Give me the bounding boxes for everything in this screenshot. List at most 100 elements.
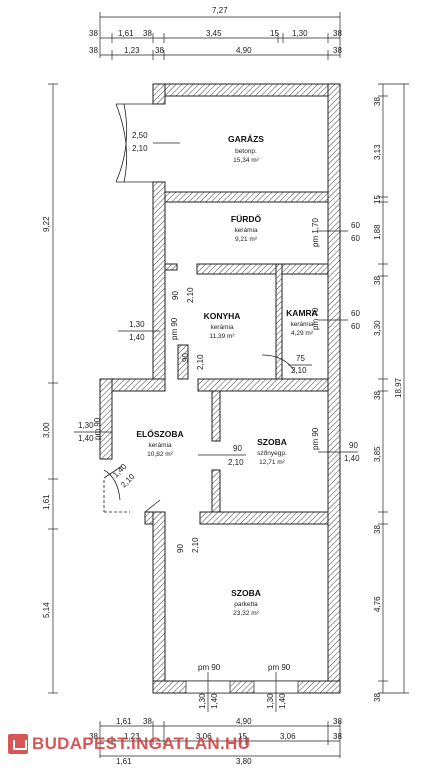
- room2-door-h: 2,10: [191, 537, 200, 553]
- room1-door-w: 90: [233, 444, 242, 453]
- garage-door-w: 2,50: [132, 131, 148, 140]
- room-area: 23,32 m²: [233, 610, 259, 617]
- room2-door-w: 90: [176, 544, 185, 553]
- bottom-dimensions: [99, 721, 341, 758]
- pantry-door-w: 75: [296, 354, 305, 363]
- bottom-windows: [185, 672, 299, 712]
- room-name: FÜRDŐ: [231, 213, 262, 224]
- room-name: GARÁZS: [228, 134, 264, 144]
- room-bathroom: FÜRDŐ kerámia 9,21 m²: [231, 213, 262, 243]
- room-name: KONYHA: [204, 311, 241, 321]
- dim-top3-1: 1,23: [124, 46, 140, 55]
- bottom-window-1-h: 1,40: [210, 693, 219, 709]
- dim-left-3: 5,14: [42, 602, 51, 618]
- pantry-window-w: 60: [351, 309, 360, 318]
- kitchen-door-h: 2,10: [186, 287, 195, 303]
- dim-bot3-0: 1,61: [116, 757, 132, 766]
- bottom-window-pm-1: pm 90: [198, 663, 221, 672]
- dim-right-0: 38: [373, 97, 382, 106]
- hall-entry-door: [103, 465, 161, 513]
- room-floor: szőnyegp.: [257, 450, 287, 457]
- dim-top2-5: 1,30: [292, 29, 308, 38]
- dim-right-1: 3,13: [373, 144, 382, 160]
- room-area: 4,29 m²: [291, 330, 314, 337]
- room-floor: kerámia: [148, 442, 172, 449]
- dim-top3-2: 38: [155, 46, 164, 55]
- room-area: 11,39 m²: [209, 333, 235, 340]
- dim-bot2-0: 38: [89, 732, 98, 741]
- garage-door-h: 2,10: [132, 144, 148, 153]
- kitchen-door2-w: 90: [181, 353, 190, 362]
- dim-left-1: 3,00: [42, 422, 51, 438]
- dim-right-6: 38: [373, 391, 382, 400]
- kitchen-window-h: 1,40: [129, 333, 145, 342]
- dim-bot2-5: 38: [333, 732, 342, 741]
- garage-door: [115, 103, 180, 183]
- dim-bot1-1: 38: [143, 717, 152, 726]
- room-floor: kerámia: [234, 227, 258, 234]
- bath-door-pm: pm 1,70: [311, 218, 320, 247]
- dim-right-2: 15: [373, 195, 382, 204]
- room-area: 10,82 m²: [147, 451, 173, 458]
- dim-left-2: 1,61: [42, 494, 51, 510]
- room-name: SZOBA: [257, 437, 287, 447]
- dim-right-3: 1,88: [373, 224, 382, 240]
- dim-bot1-0: 1,61: [116, 717, 132, 726]
- hall-pm: pm 90: [93, 417, 102, 440]
- bottom-window-2-h: 1,40: [278, 693, 287, 709]
- dim-right-9: 4,76: [373, 596, 382, 612]
- kitchen-window-w: 1,30: [129, 320, 145, 329]
- kitchen-door2-h: 2,10: [196, 354, 205, 370]
- room-kitchen: KONYHA kerámia 11,39 m²: [204, 311, 241, 340]
- dim-bot2-4: 3,06: [280, 732, 296, 741]
- dim-top2-3: 3,45: [206, 29, 222, 38]
- dim-bot3-1: 3,80: [236, 757, 252, 766]
- dim-bot1-3: 38: [333, 717, 342, 726]
- room-floor: betonp.: [235, 148, 257, 155]
- dim-right-total: 18,97: [394, 377, 403, 398]
- hall-window-h: 1,40: [78, 434, 94, 443]
- room-hallway: ELŐSZOBA kerámia 10,82 m²: [136, 428, 183, 458]
- room-floor: kerámia: [290, 321, 314, 328]
- pantry-window-h: 60: [351, 322, 360, 331]
- room-bedroom-1: SZOBA szőnyegp. 12,71 m²: [257, 437, 287, 466]
- right-dimensions: [378, 83, 409, 694]
- left-dimensions: [48, 83, 58, 694]
- dim-top2-1: 1,61: [118, 29, 134, 38]
- dim-top3-0: 38: [89, 46, 98, 55]
- room-area: 15,34 m²: [233, 157, 259, 164]
- dim-top2-2: 38: [143, 29, 152, 38]
- bath-window-w: 60: [351, 221, 360, 230]
- bath-window-h: 60: [351, 234, 360, 243]
- room-name: KAMRA: [286, 308, 318, 318]
- room-bedroom-2: SZOBA parketta 23,32 m²: [231, 588, 261, 617]
- room1-pm: pm 90: [311, 427, 320, 450]
- dim-top3-4: 38: [333, 46, 342, 55]
- room-name: SZOBA: [231, 588, 261, 598]
- room1-window-h: 1,40: [344, 454, 360, 463]
- kitchen-pm: pm 90: [170, 317, 179, 340]
- kitchen-door-w: 90: [171, 291, 180, 300]
- dim-right-10: 38: [373, 693, 382, 702]
- walls: [99, 83, 341, 694]
- bottom-window-2-w: 1,30: [266, 693, 275, 709]
- dim-right-7: 3,85: [373, 446, 382, 462]
- room1-window-w: 90: [349, 441, 358, 450]
- dim-top3-3: 4,90: [236, 46, 252, 55]
- hall-window-w: 1,30: [78, 421, 94, 430]
- room-area: 9,21 m²: [235, 236, 258, 243]
- dim-left-0: 9,22: [42, 216, 51, 232]
- dim-top-total: 7,27: [212, 6, 228, 15]
- bottom-window-pm-2: pm 90: [268, 663, 291, 672]
- pantry-door-h: 2,10: [291, 366, 307, 375]
- room-floor: kerámia: [210, 324, 234, 331]
- dim-bot2-3: 15: [238, 732, 247, 741]
- dim-bot2-2: 3,06: [196, 732, 212, 741]
- room-floor: parketta: [234, 601, 258, 608]
- pantry-pm: pm 70: [311, 307, 320, 330]
- dim-right-8: 38: [373, 525, 382, 534]
- dim-top2-0: 38: [89, 29, 98, 38]
- dim-top2-4: 15: [270, 29, 279, 38]
- dim-right-4: 38: [373, 276, 382, 285]
